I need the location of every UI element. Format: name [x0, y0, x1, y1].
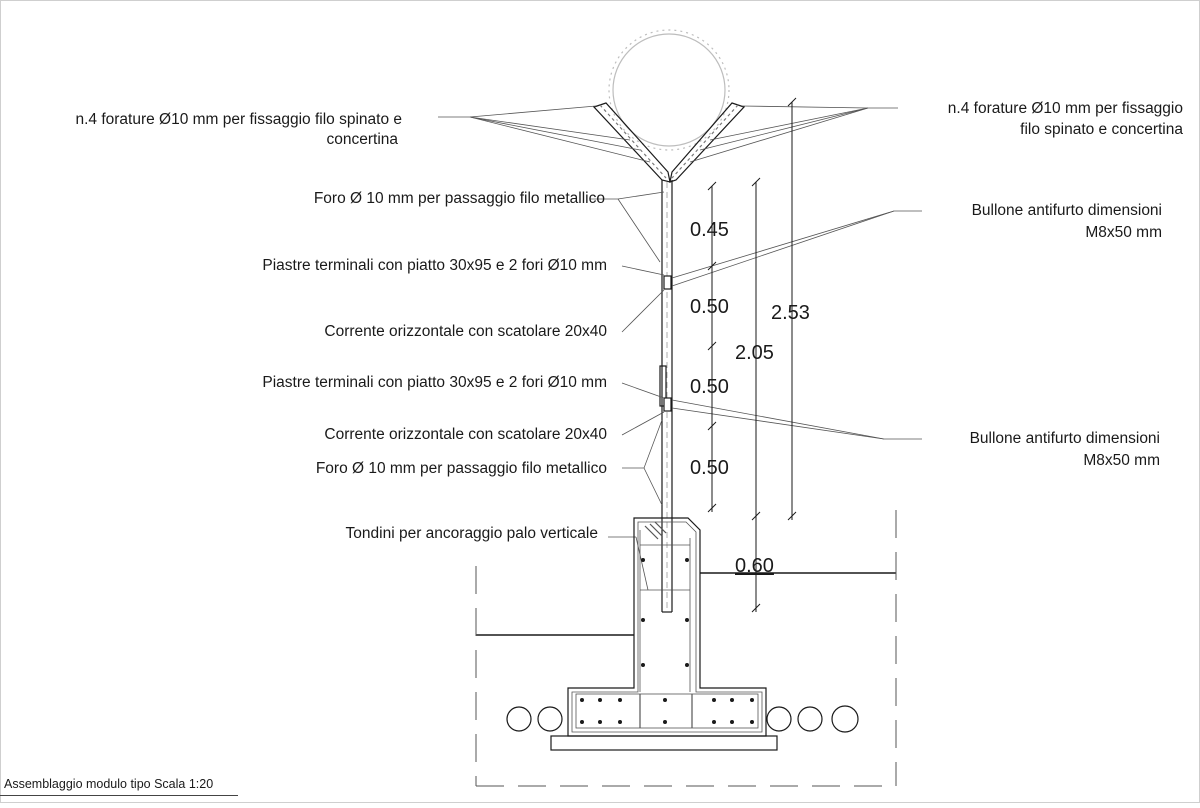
- dimension-lines: [707, 97, 797, 613]
- label-wire-hole-bottom: Foro Ø 10 mm per passaggio filo metallic…: [315, 460, 607, 477]
- ground-lines: [476, 572, 896, 636]
- rebar-dots: [580, 558, 754, 724]
- label-plates-top: Piastre terminali con piatto 30x95 e 2 f…: [262, 257, 607, 274]
- dim-2-05: 2.05: [735, 342, 774, 364]
- concrete-foundation: [550, 517, 778, 751]
- y-arm-bracket: [592, 102, 746, 183]
- leader-lines-left: [438, 105, 665, 591]
- leader-lines-right: [671, 105, 922, 440]
- label-holes-top-left-line2: concertina: [326, 131, 398, 148]
- label-bolt-top-line1: Bullone antifurto dimensioni: [971, 202, 1162, 219]
- drainage-pipes: [506, 705, 859, 733]
- label-bolt-bottom-line1: Bullone antifurto dimensioni: [969, 430, 1160, 447]
- dim-0-45: 0.45: [690, 219, 729, 241]
- label-rail-bottom: Corrente orizzontale con scatolare 20x40: [324, 426, 607, 443]
- dim-0-50-c: 0.50: [690, 457, 729, 479]
- label-holes-top-left-line1: n.4 forature Ø10 mm per fissaggio filo s…: [75, 111, 402, 128]
- dim-0-50-a: 0.50: [690, 296, 729, 318]
- label-holes-top-right-line1: n.4 forature Ø10 mm per fissaggio: [947, 100, 1183, 117]
- drawing-caption: Assemblaggio modulo tipo Scala 1:20: [4, 777, 214, 791]
- dim-0-50-b: 0.50: [690, 376, 729, 398]
- dim-2-53: 2.53: [771, 302, 810, 324]
- dim-0-60: 0.60: [735, 555, 774, 577]
- label-plates-bottom: Piastre terminali con piatto 30x95 e 2 f…: [262, 374, 607, 391]
- label-anchor-bars: Tondini per ancoraggio palo verticale: [345, 525, 598, 542]
- vertical-post: [661, 180, 673, 613]
- terminal-plates: [659, 275, 672, 412]
- label-holes-top-right-line2: filo spinato e concertina: [1020, 121, 1183, 138]
- label-bolt-bottom-line2: M8x50 mm: [1083, 452, 1160, 469]
- label-bolt-top-line2: M8x50 mm: [1085, 224, 1162, 241]
- concertina-coil: [608, 29, 730, 151]
- label-rail-top: Corrente orizzontale con scatolare 20x40: [324, 323, 607, 340]
- caption-underline: [0, 795, 238, 796]
- label-wire-hole-top: Foro Ø 10 mm per passaggio filo metallic…: [313, 190, 605, 207]
- excavation-outline: [475, 510, 897, 787]
